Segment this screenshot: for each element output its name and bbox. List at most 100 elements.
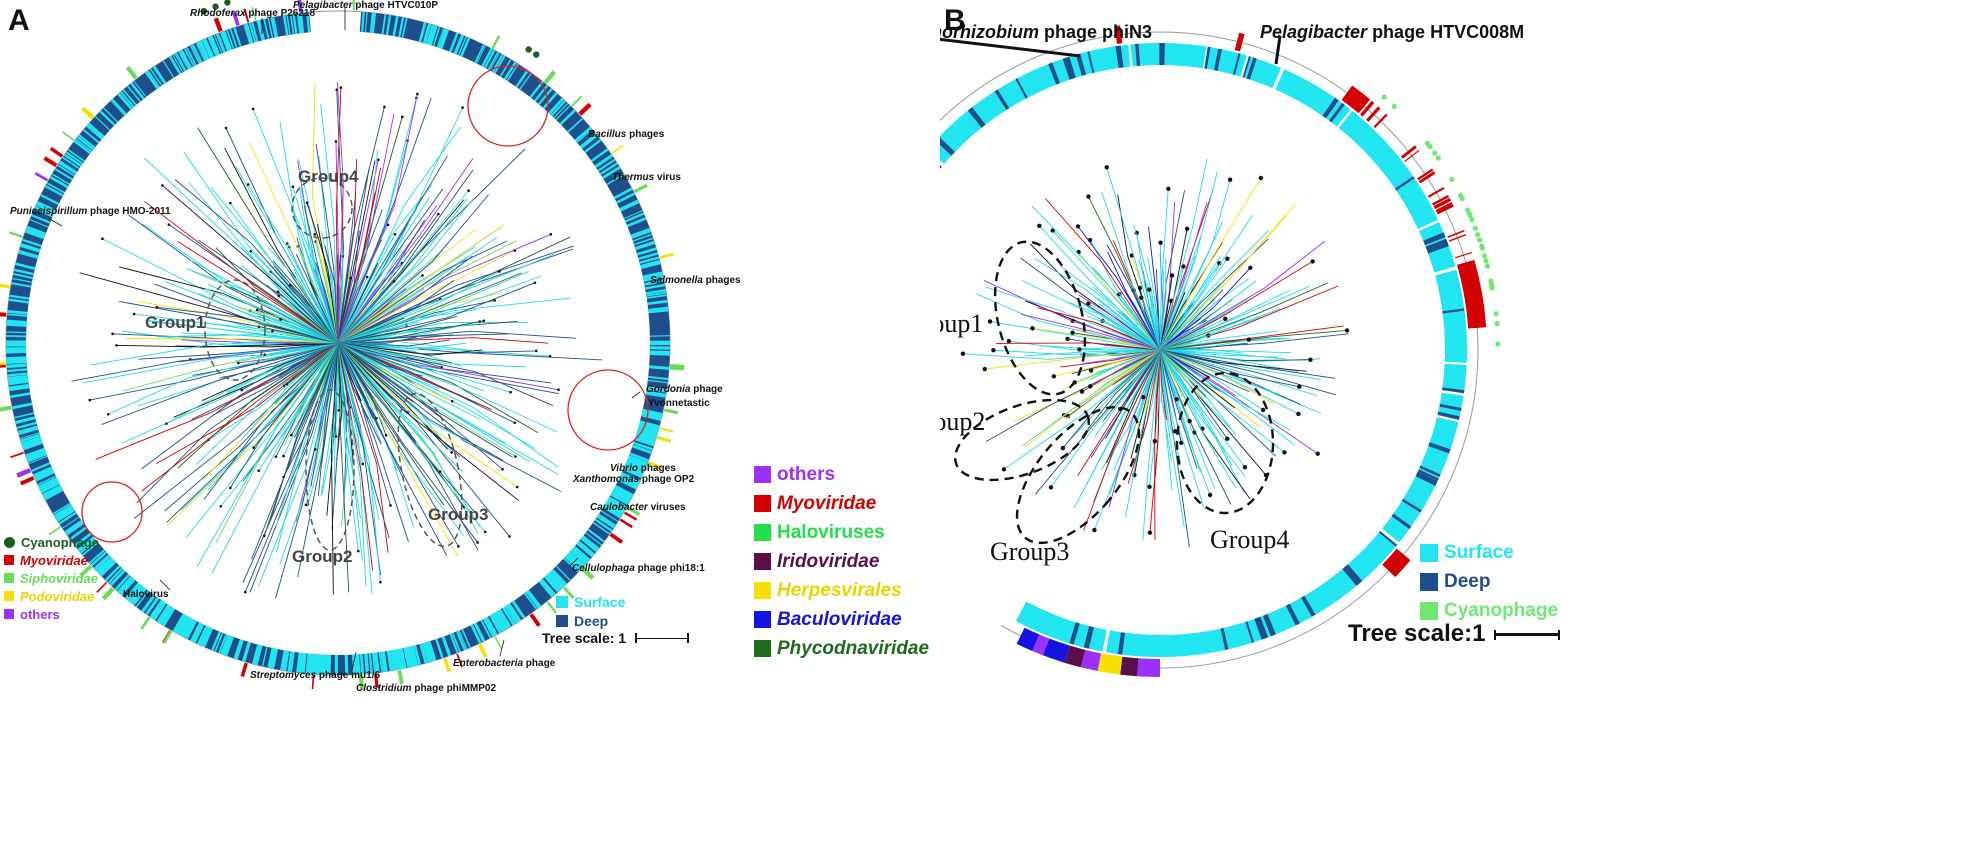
- tree-branch: [1159, 282, 1329, 351]
- node-dot: [274, 455, 278, 458]
- node-dot: [262, 534, 266, 538]
- legend-item-podoviridae: Podoviridae: [4, 587, 99, 605]
- ring-segment: [78, 537, 96, 552]
- panel-a-depth-legend: Surface Deep: [556, 592, 625, 630]
- ring-segment: [487, 51, 499, 70]
- highlight-circle-left: [81, 481, 143, 543]
- tree-branch: [273, 265, 339, 344]
- node-dot: [1227, 177, 1233, 182]
- legend-item-others: others: [4, 605, 99, 623]
- tree-branch: [1127, 349, 1161, 484]
- ring-segment: [629, 452, 649, 463]
- ring-segment: [456, 630, 467, 651]
- tree-branch: [337, 342, 485, 392]
- ring-segment: [214, 632, 224, 652]
- tree-branch: [208, 283, 339, 344]
- ring-segment: [17, 425, 39, 436]
- ring-segment: [587, 529, 605, 543]
- cyanophage-dot: [1449, 176, 1455, 183]
- ring-segment: [94, 554, 111, 571]
- ring-segment: [616, 192, 635, 203]
- ring-segment: [555, 105, 571, 121]
- ring-segment: [435, 638, 444, 659]
- ring-segment: [1246, 57, 1257, 80]
- node-dot: [416, 92, 419, 96]
- node-dot: [515, 485, 519, 489]
- node-dot: [229, 201, 232, 205]
- node-dot: [271, 329, 274, 333]
- tree-branch: [337, 342, 486, 533]
- others-swatch: [754, 466, 771, 483]
- tree-branch: [337, 342, 377, 419]
- tree-branch: [337, 342, 518, 488]
- node-dot: [279, 318, 282, 321]
- tree-branch: [1159, 261, 1313, 351]
- tree-branch: [1159, 349, 1245, 493]
- tree-branch: [1159, 349, 1198, 469]
- tree-scale-label: Tree scale:1: [1348, 620, 1486, 647]
- ring-segment: [38, 476, 58, 490]
- ring-segment: [580, 535, 600, 552]
- cyanophage-dot: [1465, 207, 1471, 213]
- node-dot: [1344, 328, 1350, 333]
- tree-branch: [337, 342, 429, 427]
- cyanophage-dot: [1424, 140, 1430, 146]
- tree-branch: [962, 349, 1161, 360]
- node-dot: [313, 448, 317, 451]
- ring-segment: [296, 652, 307, 674]
- ring-segment: [597, 158, 616, 172]
- ring-segment: [31, 214, 51, 224]
- legend-label: others: [20, 606, 60, 622]
- node-dot: [1315, 451, 1320, 456]
- tree-branch: [1159, 258, 1228, 351]
- legend-item-others: others: [754, 460, 929, 489]
- ring-segment: [74, 532, 92, 547]
- node-dot: [1147, 530, 1153, 535]
- tree-branch: [1092, 286, 1161, 351]
- cyanophage-swatch: [1420, 601, 1438, 620]
- ring-segment: [619, 199, 639, 211]
- tree-branch: [337, 194, 489, 344]
- ring-segment: [49, 175, 69, 189]
- tree-branch: [283, 342, 339, 447]
- ring-segment: [199, 40, 210, 60]
- panel-a: Group4 Group1 Group2 Group3 Rhodoferax p…: [0, 0, 940, 841]
- ring-segment: [632, 444, 652, 454]
- tree-branch: [1147, 257, 1161, 351]
- ring-segment: [502, 606, 516, 625]
- tree-branch: [133, 342, 339, 519]
- ring-segment: [636, 247, 657, 256]
- ring-segment: [15, 416, 36, 424]
- ring-segment: [1415, 471, 1438, 486]
- cyanophage-dot: [1483, 258, 1489, 264]
- group3-ellipse: [397, 392, 463, 548]
- tree-branch: [337, 93, 418, 344]
- tree-branch: [1159, 238, 1269, 351]
- family-marker: [581, 567, 595, 580]
- cyanophage-dot: [1484, 263, 1491, 269]
- node-dot: [219, 504, 223, 508]
- tree-branch: [1155, 269, 1161, 351]
- ring-segment: [578, 540, 595, 555]
- family-band-segment: [1064, 645, 1086, 668]
- ring-segment: [157, 605, 175, 626]
- ring-segment: [178, 51, 189, 70]
- tree-branch: [1112, 349, 1161, 386]
- family-marker: [101, 586, 115, 601]
- node-dot: [1181, 264, 1186, 269]
- legend-label: Baculoviridae: [777, 608, 902, 630]
- tree-branch: [251, 342, 339, 560]
- ring-segment: [127, 85, 141, 103]
- myoviridae-stripe: [1360, 101, 1375, 117]
- ring-segment: [12, 402, 33, 410]
- tree-branch: [337, 342, 536, 449]
- tree-branch: [1159, 349, 1205, 509]
- tree-branch: [337, 245, 574, 344]
- ring-segment: [574, 126, 591, 141]
- node-dot: [1075, 224, 1081, 229]
- family-marker: [19, 476, 35, 486]
- legend-label: Iridoviridae: [777, 550, 880, 572]
- ring-segment: [967, 107, 986, 128]
- callout-line-sinorhizobium: [940, 37, 1081, 58]
- myoviridae-arc: [1234, 32, 1245, 52]
